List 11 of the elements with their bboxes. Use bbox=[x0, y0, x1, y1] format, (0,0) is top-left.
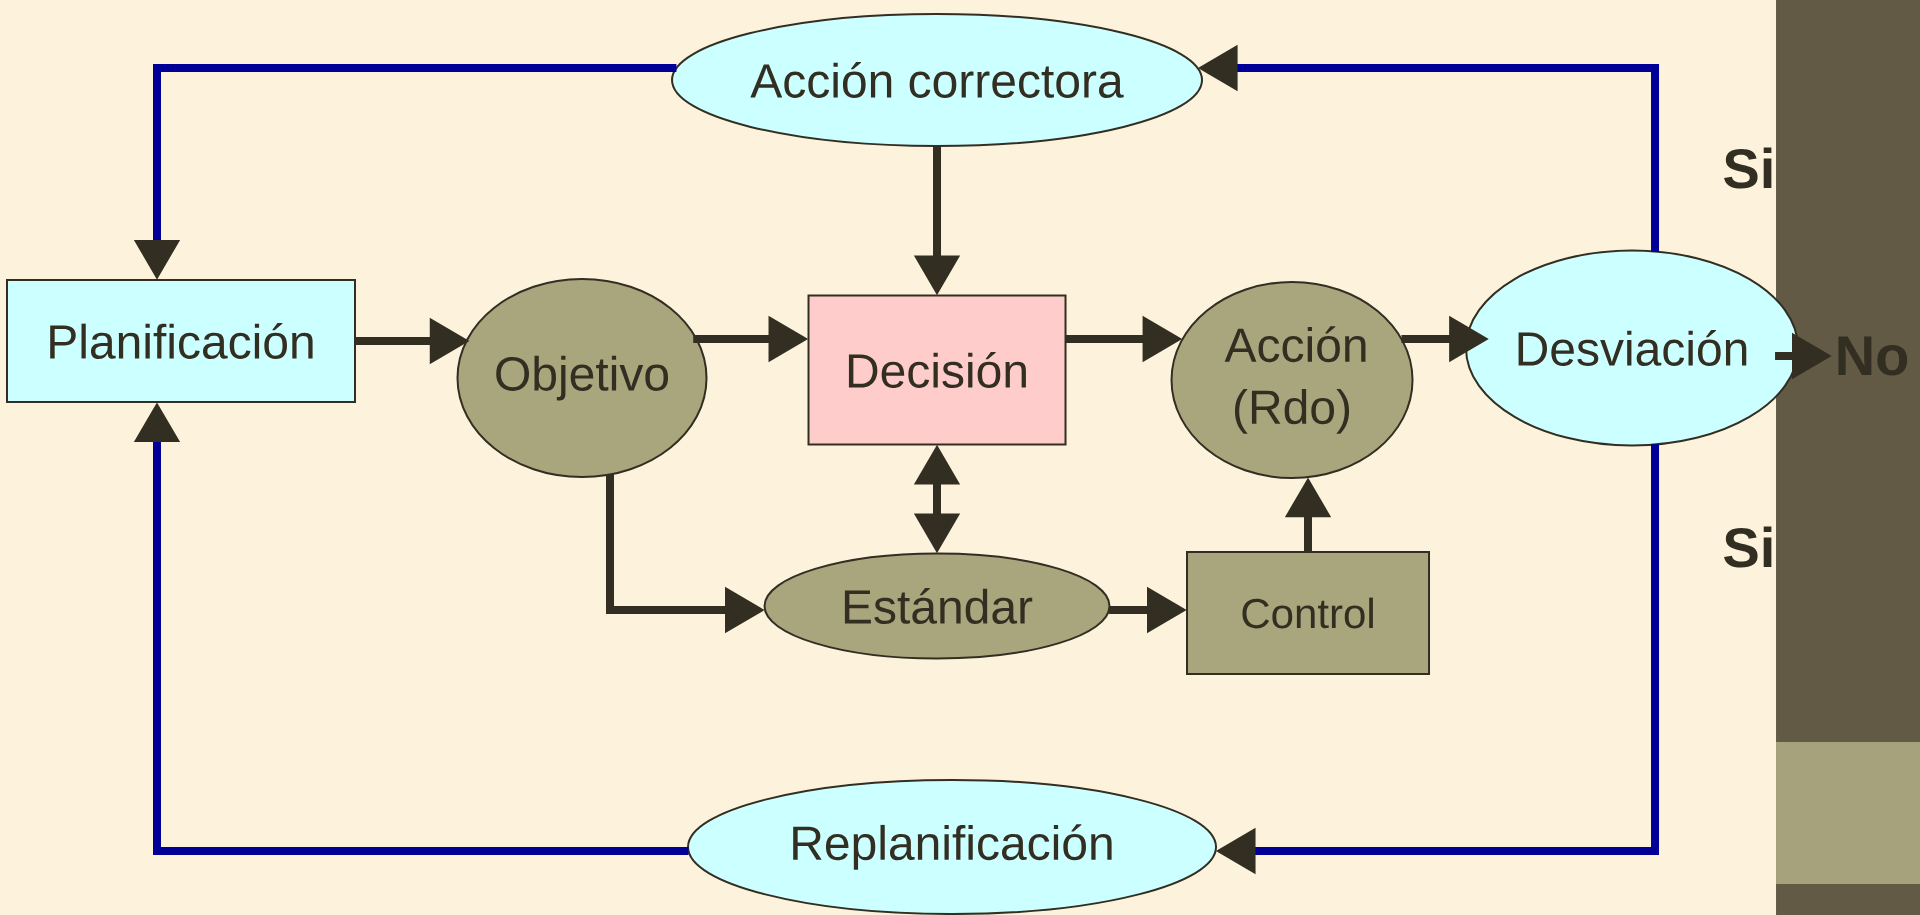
ellipse-node: Acción correctora bbox=[671, 13, 1203, 147]
ellipse-node: Objetivo bbox=[456, 278, 708, 478]
branch-label: Si bbox=[1724, 147, 1772, 189]
process-box: Planificación bbox=[6, 279, 356, 403]
process-box: Control bbox=[1186, 551, 1430, 675]
branch-label: Si bbox=[1724, 526, 1772, 568]
ellipse-node: Acción (Rdo) bbox=[1170, 281, 1414, 479]
ellipse-node: Replanificación bbox=[687, 779, 1217, 915]
decision-box: Decisión bbox=[807, 294, 1067, 446]
ellipse-node: Estándar bbox=[763, 552, 1111, 660]
ellipse-node: Desviación bbox=[1465, 249, 1800, 447]
